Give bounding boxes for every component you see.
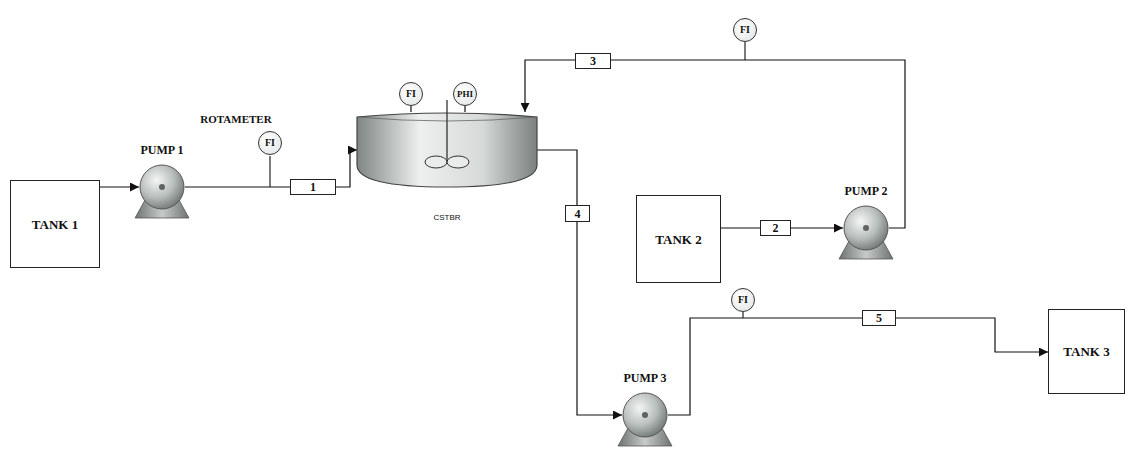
stream-number: 2: [773, 222, 779, 234]
pump-shaft: [642, 412, 648, 418]
instrument-bubble: FI: [731, 288, 755, 312]
instrument-bubble: PHI: [453, 82, 477, 106]
pump-casing: [844, 206, 888, 250]
instrument-tag: FI: [740, 25, 750, 35]
instrument-stem: [744, 42, 745, 60]
label-holder: ROTAMETER: [200, 109, 271, 127]
vessel-label-holder: CSTBR: [433, 206, 460, 224]
pump: PUMP 1: [139, 164, 185, 210]
stream-number: 3: [590, 55, 596, 67]
impeller-blade: [425, 156, 447, 168]
pump-shaft: [159, 184, 165, 190]
pump-casing: [140, 165, 184, 209]
pump-symbol: [139, 164, 185, 210]
tank-label: TANK 2: [655, 233, 701, 246]
stream-number-box: 3: [575, 53, 611, 69]
instrument-stem: [742, 312, 743, 318]
pipe-line: [336, 150, 357, 187]
tank-label: TANK 1: [32, 218, 78, 231]
storage-tank: TANK 1: [10, 180, 100, 268]
pipe-line: [791, 227, 843, 228]
instrument-bubble: FI: [399, 82, 423, 106]
pump-label-holder: PUMP 2: [845, 181, 888, 199]
instrument-bubble: FI: [258, 131, 282, 155]
stream-number: 4: [575, 208, 581, 220]
stream-number-box: 4: [565, 205, 590, 222]
pump-label: PUMP 1: [141, 143, 184, 157]
pump-label-holder: PUMP 1: [141, 140, 184, 158]
pipe-line: [525, 60, 575, 112]
pump-symbol: [843, 205, 889, 251]
stream-number: 5: [876, 312, 882, 324]
instrument-stem: [269, 156, 270, 187]
pump-shaft: [863, 225, 869, 231]
pump-label-holder: PUMP 3: [624, 368, 667, 386]
instrument-tag: FI: [265, 138, 275, 148]
vessel-label: CSTBR: [433, 213, 460, 222]
pipe-line: [100, 186, 139, 187]
pipe-line: [464, 106, 465, 112]
reactor-vessel: CSTBR: [357, 112, 537, 187]
instrument-tag: FI: [406, 89, 416, 99]
pipe-line: [577, 222, 622, 415]
storage-tank: TANK 2: [636, 195, 721, 283]
pipe-line: [185, 186, 290, 187]
pump: PUMP 2: [843, 205, 889, 251]
pump-casing: [623, 393, 667, 437]
vessel-shape: [357, 112, 537, 187]
stream-number: 1: [310, 181, 316, 193]
pump-symbol: [622, 392, 668, 438]
instrument-bubble: FI: [733, 18, 757, 42]
stream-number-box: 2: [760, 220, 791, 236]
pipe-line: [537, 150, 577, 205]
instrument-name: ROTAMETER: [200, 113, 271, 125]
instrument-tag: PHI: [457, 90, 473, 99]
instrument-tag: FI: [738, 295, 748, 305]
stream-number-box: 1: [290, 179, 336, 195]
pump-label: PUMP 2: [845, 184, 888, 198]
pump: PUMP 3: [622, 392, 668, 438]
pipe-line: [721, 227, 760, 228]
storage-tank: TANK 3: [1048, 309, 1125, 394]
pipe-line: [896, 318, 1048, 352]
tank-label: TANK 3: [1063, 345, 1109, 358]
stream-number-box: 5: [862, 310, 896, 326]
pump-label: PUMP 3: [624, 371, 667, 385]
agitator-shaft: [446, 100, 447, 162]
impeller-blade: [447, 156, 469, 168]
pipe-line: [410, 106, 411, 112]
pipe-line: [668, 318, 862, 415]
